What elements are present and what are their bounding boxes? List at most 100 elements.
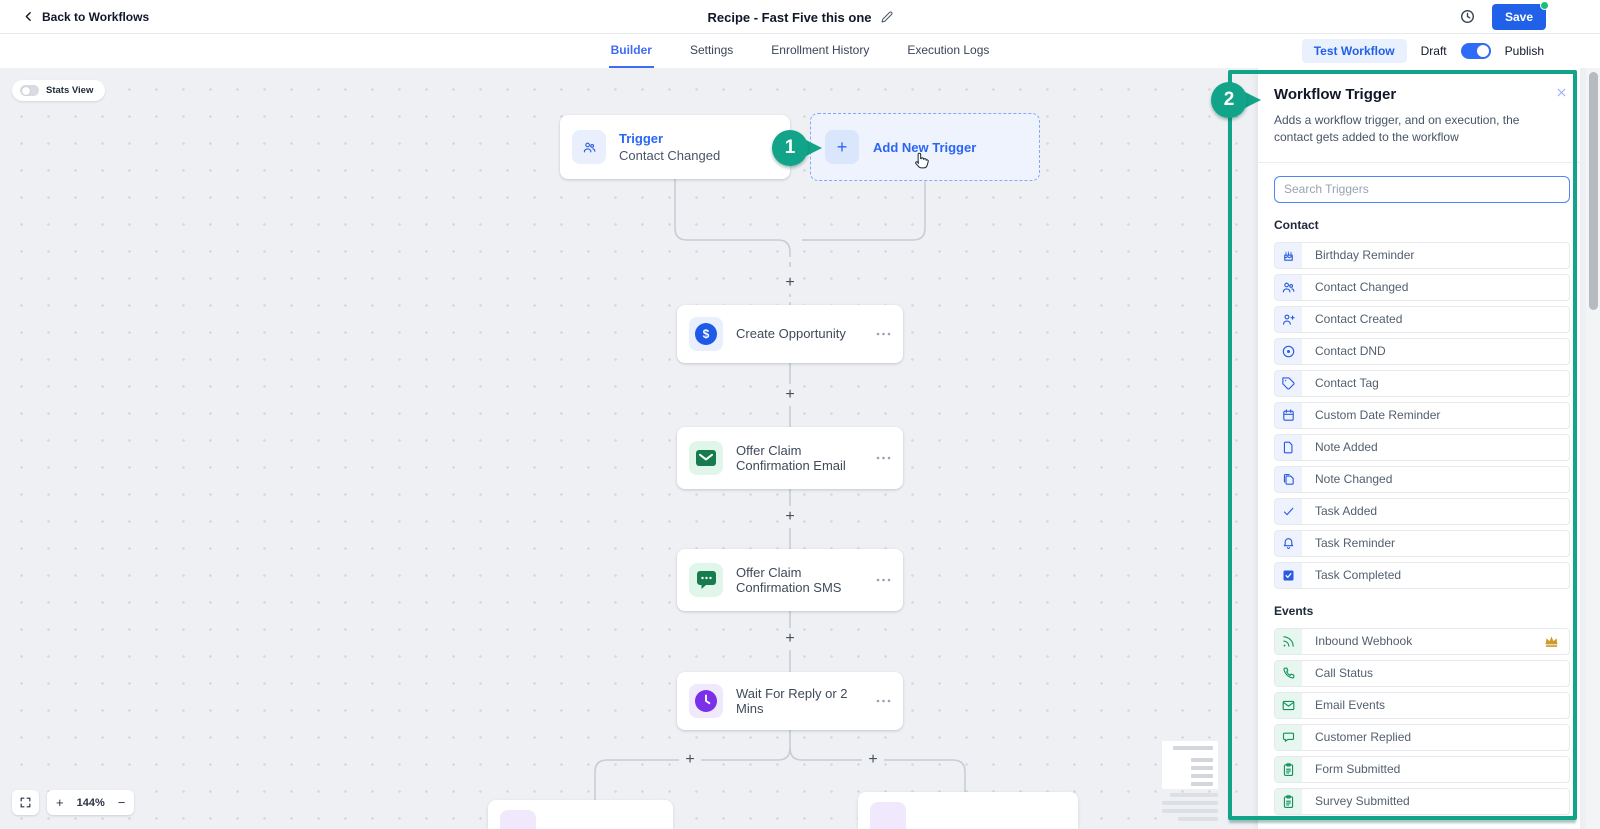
add-step-button[interactable]: + <box>779 628 801 650</box>
node-title: Offer Claim Confirmation SMS <box>736 564 842 595</box>
page-scrollbar[interactable] <box>1586 68 1600 829</box>
tab-execution-logs[interactable]: Execution Logs <box>907 43 990 57</box>
trigger-list-item[interactable]: Task Completed <box>1274 561 1570 589</box>
check-icon <box>1275 498 1302 524</box>
mouse-hand-cursor <box>911 150 930 171</box>
branch-node-partial[interactable] <box>858 792 1078 829</box>
bell-icon <box>1275 530 1302 556</box>
node-title: Offer Claim Confirmation Email <box>736 442 846 473</box>
trigger-list-item[interactable]: Email Events <box>1274 691 1570 719</box>
trigger-list-item[interactable]: Inbound Webhook <box>1274 627 1570 655</box>
trigger-list-item[interactable]: Contact Changed <box>1274 273 1570 301</box>
zoom-in-button[interactable]: + <box>56 795 64 810</box>
panel-title: Workflow Trigger <box>1274 86 1397 103</box>
workflow-trigger-panel: Workflow Trigger Adds a workflow trigger… <box>1258 68 1580 829</box>
search-triggers-input[interactable] <box>1274 175 1570 203</box>
trigger-list-item[interactable]: Survey Submitted <box>1274 787 1570 815</box>
edit-pencil-icon[interactable] <box>881 11 893 23</box>
title-area: Recipe - Fast Five this one <box>0 0 1600 34</box>
tab-settings[interactable]: Settings <box>689 43 734 57</box>
trigger-list-item[interactable]: Customer Replied <box>1274 723 1570 751</box>
trigger-list-item[interactable]: Contact DND <box>1274 337 1570 365</box>
opportunity-icon: $ <box>689 317 723 351</box>
node-menu-icon[interactable] <box>876 578 891 582</box>
trigger-list-item[interactable]: Call Status <box>1274 659 1570 687</box>
trigger-list-item[interactable]: Contact Tag <box>1274 369 1570 397</box>
branch-node-partial[interactable] <box>488 800 673 829</box>
fit-to-screen-button[interactable] <box>12 790 39 815</box>
section-label: Contact <box>1274 217 1319 232</box>
users-icon <box>1275 274 1302 300</box>
workflow-node[interactable]: Offer Claim Confirmation SMS <box>677 549 903 611</box>
clipboard-icon <box>1275 788 1302 814</box>
node-menu-icon[interactable] <box>876 699 891 703</box>
webhook-icon <box>1275 628 1302 654</box>
trigger-list-item[interactable]: Contact Created <box>1274 305 1570 333</box>
unsaved-indicator-dot <box>1540 0 1549 10</box>
tab-bar: Builder Settings Enrollment History Exec… <box>0 34 1600 68</box>
canvas-zoom-controls: + 144% − <box>12 790 135 815</box>
mail-icon <box>1275 692 1302 718</box>
calendar-icon <box>1275 402 1302 428</box>
trigger-list-item[interactable]: Task Added <box>1274 497 1570 525</box>
trigger-list-item[interactable]: Custom Date Reminder <box>1274 401 1570 429</box>
trigger-list-item[interactable]: Note Added <box>1274 433 1570 461</box>
tag-icon <box>1275 370 1302 396</box>
publish-toggle[interactable] <box>1460 43 1491 59</box>
back-label: Back to Workflows <box>42 9 150 24</box>
note-icon <box>1275 434 1302 460</box>
workflow-node[interactable]: $Create Opportunity <box>677 305 903 363</box>
publish-label: Publish <box>1504 44 1544 58</box>
add-step-button[interactable]: + <box>779 272 801 294</box>
clipboard-icon <box>1275 756 1302 782</box>
trigger-list-item[interactable]: Note Changed <box>1274 465 1570 493</box>
tabs: Builder Settings Enrollment History Exec… <box>0 34 1600 68</box>
draft-label: Draft <box>1420 44 1447 58</box>
panel-description: Adds a workflow trigger, and on executio… <box>1274 113 1520 145</box>
node-menu-icon[interactable] <box>876 332 891 336</box>
workflow-node[interactable]: Offer Claim Confirmation Email <box>677 427 903 489</box>
zoom-level: 144% <box>76 796 105 809</box>
stats-view-toggle[interactable]: Stats View <box>12 80 106 101</box>
trigger-node-contact-changed[interactable]: Trigger Contact Changed <box>560 115 790 179</box>
plus-icon: + <box>825 130 859 164</box>
add-step-button[interactable]: + <box>779 506 801 528</box>
chat-icon <box>1275 724 1302 750</box>
back-to-workflows-button[interactable]: Back to Workflows <box>22 10 149 24</box>
node-menu-icon[interactable] <box>876 456 891 460</box>
add-new-trigger-button[interactable]: + Add New Trigger <box>810 113 1040 181</box>
email-icon <box>689 441 723 475</box>
trigger-node-title: Trigger <box>619 131 664 146</box>
add-step-button[interactable]: + <box>679 749 701 771</box>
add-step-button[interactable]: + <box>862 749 884 771</box>
add-step-button[interactable]: + <box>779 384 801 406</box>
test-workflow-button[interactable]: Test Workflow <box>1301 39 1407 63</box>
scrollbar-thumb[interactable] <box>1589 72 1598 310</box>
note-changed-icon <box>1275 466 1302 492</box>
cake-icon <box>1275 242 1302 268</box>
trigger-list-item[interactable]: Task Reminder <box>1274 529 1570 557</box>
sms-icon <box>689 563 723 597</box>
page-preview-skeleton <box>1148 741 1218 825</box>
stats-toggle-switch[interactable] <box>20 85 39 96</box>
workflow-node[interactable]: Wait For Reply or 2 Mins <box>677 672 903 730</box>
wait-icon <box>689 684 723 718</box>
trigger-list-item[interactable]: Form Submitted <box>1274 755 1570 783</box>
dnd-icon <box>1275 338 1302 364</box>
zoom-out-button[interactable]: − <box>117 795 126 810</box>
user-plus-icon <box>1275 306 1302 332</box>
stats-view-label: Stats View <box>46 85 94 96</box>
premium-crown-icon <box>1544 635 1559 648</box>
close-icon[interactable] <box>1555 86 1568 99</box>
version-history-icon[interactable] <box>1459 8 1476 25</box>
chevron-left-icon <box>22 10 35 23</box>
trigger-list-item[interactable]: Birthday Reminder <box>1274 241 1570 269</box>
node-title: Wait For Reply or 2 Mins <box>736 685 848 716</box>
task-completed-icon <box>1275 562 1302 588</box>
save-button[interactable]: Save <box>1491 0 1549 30</box>
add-new-trigger-label: Add New Trigger <box>873 139 977 155</box>
tab-enrollment-history[interactable]: Enrollment History <box>771 43 870 57</box>
users-icon <box>572 130 606 164</box>
tab-builder[interactable]: Builder <box>608 34 654 68</box>
top-bar: Back to Workflows Recipe - Fast Five thi… <box>0 0 1600 34</box>
